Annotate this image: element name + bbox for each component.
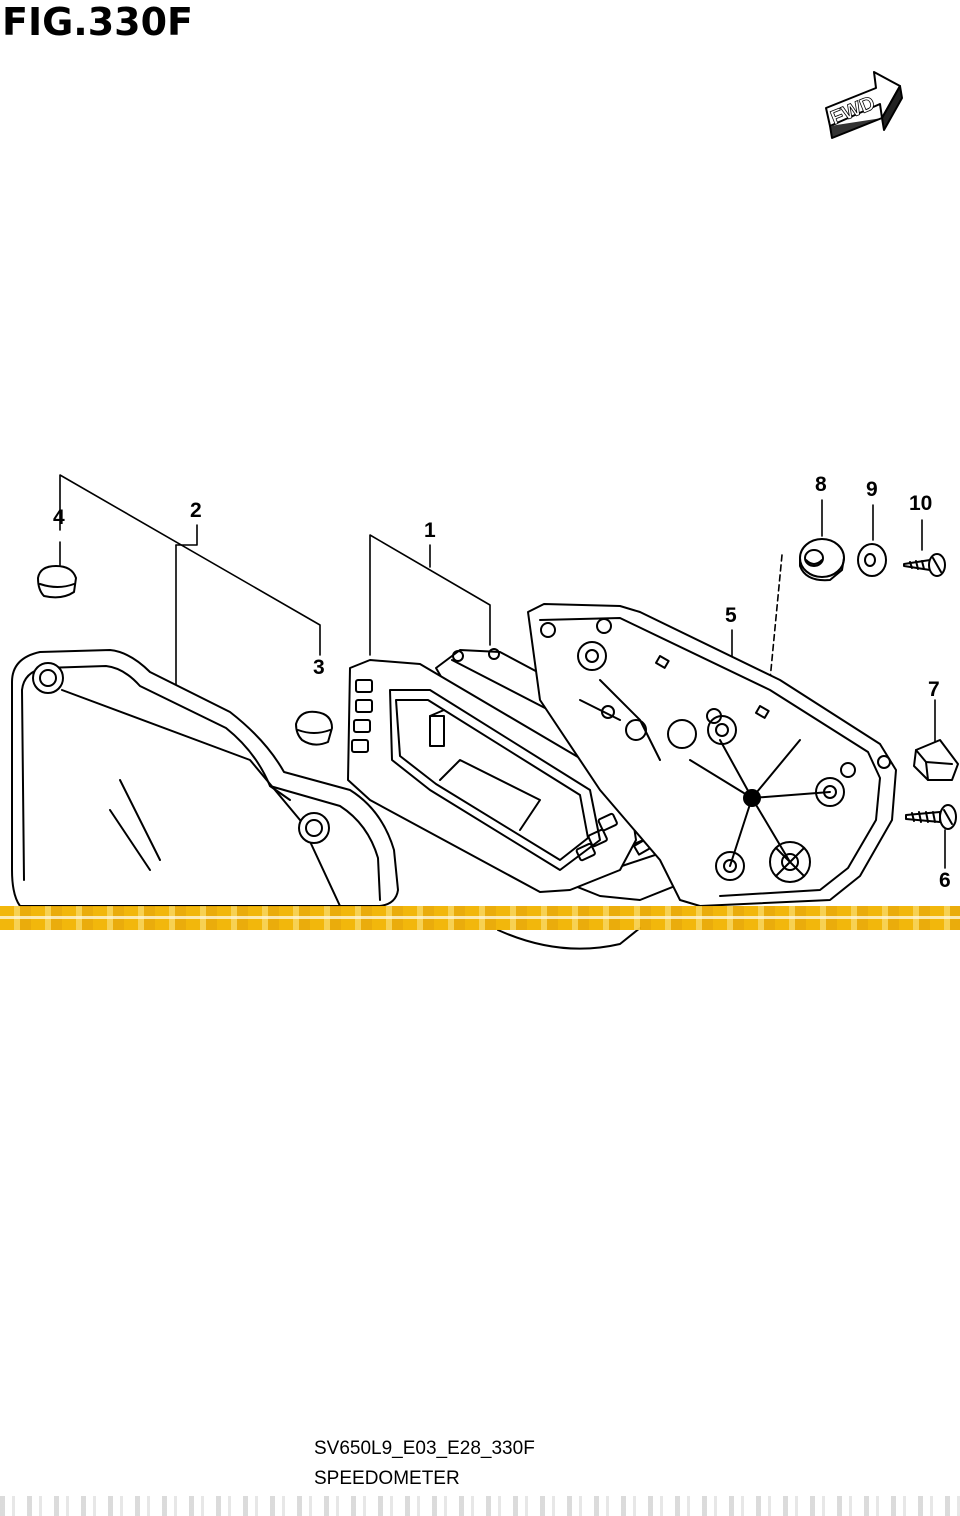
part-5-rear-case <box>527 603 897 907</box>
callout-4: 4 <box>53 506 65 529</box>
callout-9: 9 <box>866 478 878 501</box>
callout-1: 1 <box>424 519 436 542</box>
callout-7: 7 <box>928 678 940 701</box>
leader-lines <box>59 474 946 869</box>
part-2-meter-cover <box>11 649 399 907</box>
callout-8: 8 <box>815 473 827 496</box>
callout-2: 2 <box>190 499 202 522</box>
part-7-clip-nut <box>913 739 959 781</box>
rear-case-lower-lip <box>497 927 641 950</box>
callout-6: 6 <box>939 869 951 892</box>
fwd-arrow-icon: FWD <box>825 71 903 139</box>
figure-code: SV650L9_E03_E28_330F <box>314 1438 535 1459</box>
part-10-screw <box>903 553 946 577</box>
part-9-washer <box>857 543 887 577</box>
part-6-screw <box>905 804 957 830</box>
callout-10: 10 <box>909 492 933 515</box>
figure-title: FIG.330F <box>2 0 194 44</box>
part-3-grommet <box>295 710 333 746</box>
callout-3: 3 <box>313 656 325 679</box>
scan-highlight-band <box>0 906 960 930</box>
figure-name: SPEEDOMETER <box>314 1468 460 1489</box>
part-8-cushion <box>799 538 845 582</box>
scan-noise-strip <box>0 1496 960 1516</box>
part-4-grommet <box>37 565 77 599</box>
callout-5: 5 <box>725 604 737 627</box>
